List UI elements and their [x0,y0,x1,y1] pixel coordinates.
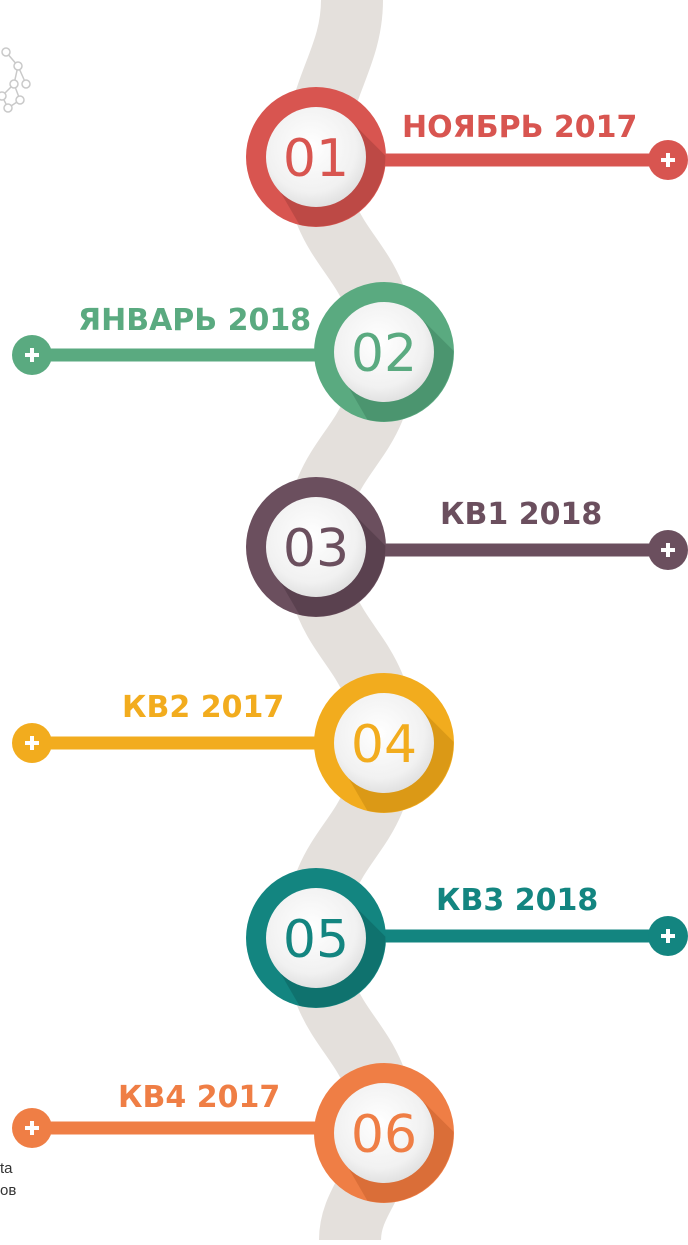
milestone-number: 04 [351,715,417,775]
corner-text-line-1: ta [0,1160,13,1177]
plus-icon[interactable] [648,530,688,570]
milestone-label-03: КВ1 2018 [440,497,603,532]
milestone-number: 05 [283,910,349,970]
molecule-atom [1,47,11,57]
milestone-06: 06 [12,1063,454,1203]
milestone-label-06: КВ4 2017 [118,1080,281,1115]
milestone-01: 01 [246,87,688,227]
molecule-icon [0,47,31,113]
molecule-atom [3,103,13,113]
milestone-number: 03 [283,519,349,579]
milestone-graphics: 01 02 03 04 05 06 [12,87,688,1203]
milestone-label-02: ЯНВАРЬ 2018 [78,303,312,338]
molecule-atom [9,79,19,89]
milestone-04: 04 [12,673,454,813]
milestone-number: 01 [283,129,349,189]
milestone-label-04: КВ2 2017 [122,690,285,725]
plus-icon[interactable] [12,335,52,375]
milestone-disc [266,107,366,207]
milestone-disc [334,693,434,793]
milestone-disc [334,1083,434,1183]
plus-icon[interactable] [648,916,688,956]
milestone-disc [334,302,434,402]
milestone-label-01: НОЯБРЬ 2017 [402,110,638,145]
molecule-atom [0,91,7,101]
plus-icon[interactable] [648,140,688,180]
milestone-disc [266,497,366,597]
corner-text-line-2: ов [0,1182,17,1199]
milestone-number: 02 [351,324,417,384]
plus-icon[interactable] [12,723,52,763]
molecule-atom [21,79,31,89]
plus-icon[interactable] [12,1108,52,1148]
milestone-02: 02 [12,282,454,422]
milestone-disc [266,888,366,988]
molecule-atom [13,61,23,71]
milestone-03: 03 [246,477,688,617]
molecule-atom [15,95,25,105]
milestone-label-05: КВ3 2018 [436,883,599,918]
milestone-05: 05 [246,868,688,1008]
milestone-number: 06 [351,1105,417,1165]
